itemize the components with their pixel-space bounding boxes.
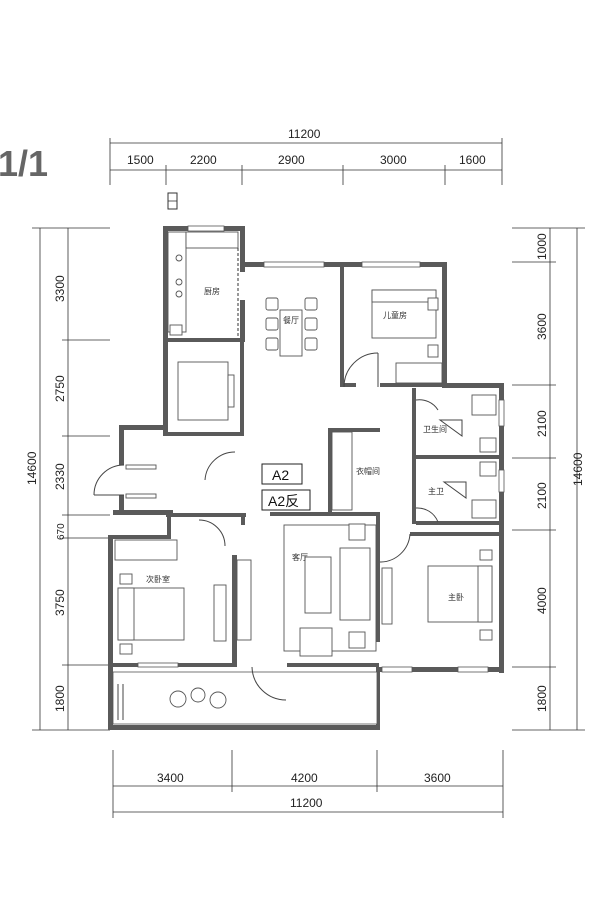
bottom-segment-2: 4200 — [291, 771, 318, 785]
top-segment-4: 3000 — [380, 153, 407, 167]
right-segment-2: 3600 — [535, 313, 549, 340]
kitchen-label: 厨房 — [204, 286, 220, 296]
bottom-total-dimension: 11200 — [290, 796, 323, 810]
closet-room: 衣帽间 — [331, 431, 380, 511]
top-segment-1: 1500 — [127, 153, 154, 167]
walls — [108, 226, 504, 730]
bathroom-1-label: 卫生间 — [423, 424, 447, 434]
right-segment-1: 1000 — [535, 233, 549, 260]
left-total-dimension: 14600 — [25, 451, 39, 485]
living-room-label: 客厅 — [292, 552, 308, 562]
right-segment-6: 1800 — [535, 685, 549, 712]
top-segment-5: 1600 — [459, 153, 486, 167]
dining-label: 餐厅 — [283, 316, 299, 325]
unit-mirror-box — [261, 489, 311, 511]
bathroom-1: 卫生间 — [415, 394, 497, 453]
left-dimension-group: 14600 3300 2750 2330 670 3750 1800 — [25, 227, 110, 731]
left-segment-4: 670 — [56, 523, 67, 540]
bottom-segment-3: 3600 — [424, 771, 451, 785]
left-segment-1: 3300 — [53, 275, 67, 302]
living-room: 客厅 — [198, 519, 377, 657]
windows — [137, 225, 505, 673]
left-segment-3: 2330 — [53, 463, 67, 490]
kitchen-room: 厨房 — [167, 231, 239, 336]
top-segment-3: 2900 — [278, 153, 305, 167]
page-tag: 1/1 — [0, 143, 48, 184]
left-segment-6: 1800 — [53, 685, 67, 712]
right-segment-4: 2100 — [535, 482, 549, 509]
entry-area — [93, 451, 236, 499]
right-segment-5: 4000 — [535, 587, 549, 614]
dining-room: 餐厅 — [265, 297, 318, 357]
top-segment-2: 2200 — [190, 153, 217, 167]
balcony — [112, 666, 378, 725]
left-segment-5: 3750 — [53, 589, 67, 616]
left-segment-2: 2750 — [53, 375, 67, 402]
master-bedroom: 主卧 — [379, 533, 493, 641]
unit-mirror-label: A2反 — [268, 493, 299, 509]
bottom-dimension-group: 3400 4200 3600 11200 — [112, 750, 504, 818]
storage-room — [177, 361, 235, 421]
bathroom-2-label: 主卫 — [428, 486, 444, 496]
top-dimension-group: 11200 1500 2200 2900 3000 1600 — [109, 127, 503, 185]
bottom-segment-1: 3400 — [157, 771, 184, 785]
bathroom-2: 主卫 — [415, 461, 497, 523]
closet-label: 衣帽间 — [356, 466, 380, 476]
right-segment-3: 2100 — [535, 410, 549, 437]
right-total-dimension: 14600 — [571, 452, 585, 486]
top-total-dimension: 11200 — [288, 127, 321, 141]
unit-type-label: A2 — [272, 467, 289, 483]
right-dimension-group: 14600 1000 3600 2100 2100 4000 1800 — [512, 227, 585, 731]
unit-type-box — [261, 463, 303, 485]
kids-room: 儿童房 — [343, 289, 443, 388]
second-bedroom: 次卧室 — [114, 539, 227, 655]
master-bedroom-label: 主卧 — [448, 592, 464, 602]
second-bedroom-label: 次卧室 — [146, 574, 170, 584]
kids-room-label: 儿童房 — [383, 310, 407, 320]
